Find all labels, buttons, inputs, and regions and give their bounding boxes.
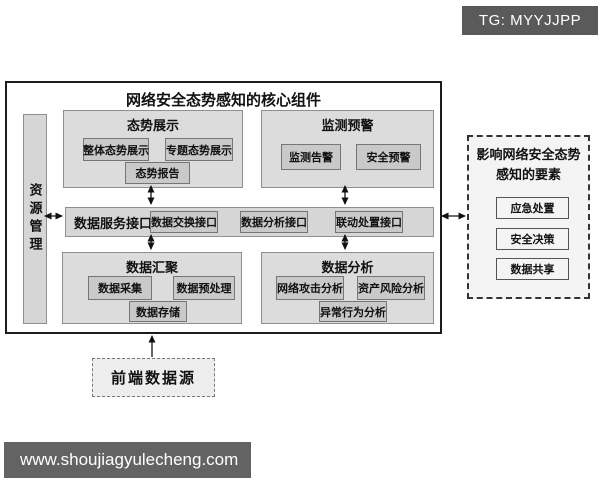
box-topic-situation-display: 专题态势展示 [165,138,233,161]
group-situation-display-title: 态势展示 [126,118,179,133]
box-data-collection: 数据采集 [88,276,152,300]
box-network-attack-analysis: 网络攻击分析 [276,276,344,300]
factors-title: 影响网络安全态势感知的要素 [476,147,581,182]
tg-watermark-badge: TG: MYYJJPP [462,6,598,35]
resource-management-label: 资源管理 [27,183,43,255]
resource-management-bar: 资源管理 [23,114,47,324]
data-service-interface-bar: 数据服务接口 数据交换接口 数据分析接口 联动处置接口 [65,207,434,237]
box-data-analysis-interface: 数据分析接口 [240,211,308,233]
box-situation-report: 态势报告 [125,162,190,184]
site-watermark-bar: www.shoujiagyulecheng.com [4,442,251,478]
box-data-exchange-interface: 数据交换接口 [150,211,218,233]
tg-watermark-text: TG: MYYJJPP [478,12,582,29]
box-emergency-response: 应急处置 [496,197,569,219]
box-security-warning: 安全预警 [356,144,421,170]
box-security-decision: 安全决策 [496,228,569,250]
box-data-preprocessing: 数据预处理 [173,276,235,300]
factors-container: 影响网络安全态势感知的要素 应急处置 安全决策 数据共享 [467,135,590,299]
site-watermark-text: www.shoujiagyulecheng.com [20,450,239,469]
box-abnormal-behavior-analysis: 异常行为分析 [319,301,387,322]
box-data-storage: 数据存储 [129,301,187,322]
group-data-analysis-title: 数据分析 [321,260,374,275]
group-data-analysis: 数据分析 网络攻击分析 资产风险分析 异常行为分析 [261,252,434,324]
box-overall-situation-display: 整体态势展示 [83,138,149,161]
diagram-title: 网络安全态势感知的核心组件 [125,93,321,109]
front-data-source-box: 前端数据源 [92,358,215,397]
group-monitor-warning: 监测预警 监测告警 安全预警 [261,110,434,188]
group-data-aggregation-title: 数据汇聚 [125,260,178,275]
group-data-aggregation: 数据汇聚 数据采集 数据预处理 数据存储 [62,252,242,324]
group-situation-display: 态势展示 整体态势展示 专题态势展示 态势报告 [63,110,243,188]
group-monitor-warning-title: 监测预警 [321,118,374,133]
box-data-sharing: 数据共享 [496,258,569,280]
box-asset-risk-analysis: 资产风险分析 [357,276,425,300]
box-linkage-disposal-interface: 联动处置接口 [335,211,403,233]
front-data-source-label: 前端数据源 [110,371,196,387]
data-service-interface-label: 数据服务接口 [74,215,153,231]
core-components-container: 网络安全态势感知的核心组件 资源管理 态势展示 整体态势展示 专题态势展示 态势… [5,81,442,334]
box-monitor-alarm: 监测告警 [281,144,341,170]
